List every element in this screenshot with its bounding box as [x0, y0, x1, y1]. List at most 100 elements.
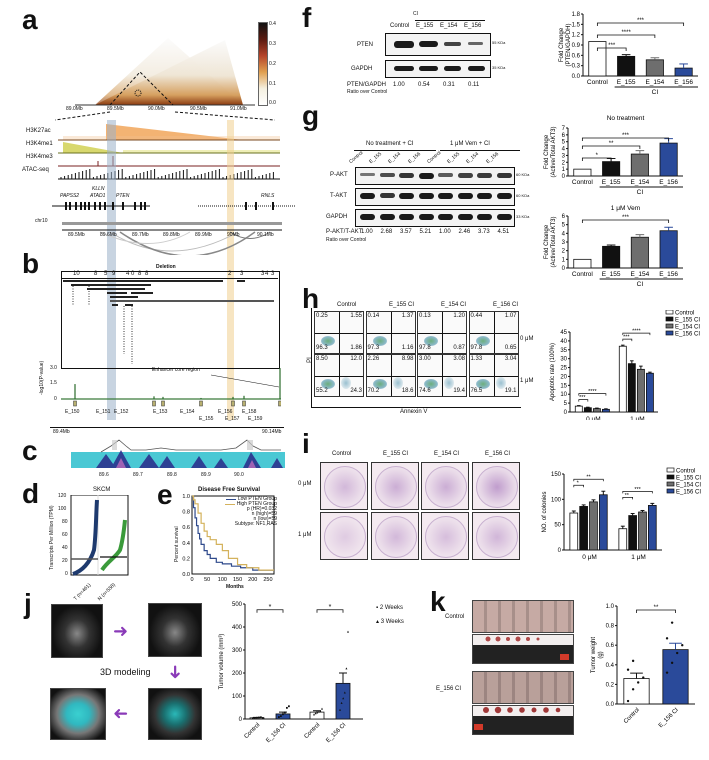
quadrant-value: 8.98 — [401, 356, 414, 362]
d-group-N: N (n=558) — [96, 582, 117, 603]
panel-label-k: k — [430, 586, 446, 617]
square-marker-icon: ▪ — [376, 605, 379, 611]
colony-well — [324, 466, 366, 508]
x-tick-label: E_154 — [645, 79, 664, 86]
cell-cluster — [424, 336, 438, 346]
g-ratio: 4.51 — [497, 229, 510, 235]
legend-swatch — [665, 310, 674, 315]
quadrant-value: 2.26 — [367, 356, 380, 362]
i-row-label: 1 μM — [298, 532, 312, 538]
bar — [592, 408, 601, 413]
h-xaxis: Annexin V — [400, 409, 428, 415]
bar — [628, 515, 637, 551]
blot-band — [457, 214, 473, 220]
d-ytick: 100 — [58, 506, 67, 512]
g-lane-label: E_155 — [367, 151, 383, 165]
legend-high-swatch — [224, 504, 235, 505]
blot-band — [399, 173, 414, 179]
quadrant-value: 0.13 — [419, 313, 431, 319]
y-tick-label: 0.8 — [182, 510, 190, 516]
significance-label: *** — [622, 133, 630, 139]
quadrant-value: 0.44 — [470, 313, 483, 319]
y-axis-label: Tumor weight — [591, 637, 597, 673]
chr-tick-3: 89.8Mb — [163, 232, 180, 238]
x-tick-label: E_156 — [659, 179, 678, 186]
legend-low-swatch — [225, 499, 236, 500]
significance-bracket — [578, 399, 589, 402]
track-label-3: ATAC-seq — [22, 167, 49, 173]
d-ytick: 60 — [62, 532, 68, 538]
enhancer-E158: E_158 — [242, 409, 257, 415]
legend-swatch — [666, 474, 675, 480]
y-tick-label: 0.8 — [606, 624, 615, 630]
legend-label: E_154 CI — [676, 483, 701, 489]
f-ratio-sub: Ratio over Control — [347, 89, 388, 95]
significance-label: *** — [579, 395, 586, 401]
significance-bracket — [622, 332, 651, 336]
colorbar-tick-1: 0.3 — [269, 41, 276, 47]
f-lane: E_155 — [416, 23, 434, 29]
i-column-label: E_156 CI — [485, 451, 511, 457]
significance-label: ** — [654, 605, 659, 611]
y-tick-label: 4 — [562, 231, 566, 237]
cell-cluster — [495, 377, 506, 389]
bar — [645, 59, 664, 77]
enhancer-annotation: Enhancer core region — [152, 367, 200, 373]
significance-bracket — [596, 47, 627, 51]
y-tick-label: 5 — [562, 223, 566, 229]
blot-band — [360, 193, 375, 199]
data-point — [343, 691, 346, 694]
data-point — [665, 637, 669, 640]
x-tick-label: Control — [587, 79, 609, 86]
quadrant-value: 3.00 — [419, 356, 431, 362]
d-ytick: 20 — [62, 558, 68, 564]
legend-swatch — [666, 467, 675, 473]
blot-band — [360, 173, 375, 177]
d-group-T: T (n=461) — [72, 582, 93, 602]
bar — [630, 153, 649, 177]
chr-tick-0: 89.5Mb — [68, 232, 85, 238]
data-point — [631, 659, 635, 663]
i-column-label: Control — [332, 451, 352, 457]
enhancer-box — [278, 400, 281, 407]
e-stat: n (high)=59 — [251, 511, 277, 517]
h-row-label: 0 μM — [520, 336, 534, 342]
g-blot-gapdh — [355, 209, 515, 227]
significance-bracket — [581, 219, 670, 223]
y-axis-label: (Active/Total AKT3) — [551, 126, 557, 177]
quadrant-divider-v — [390, 355, 392, 396]
ultrasound-image-1 — [51, 604, 103, 658]
data-point — [631, 688, 635, 691]
colorbar-tick-0: 0.4 — [269, 21, 276, 27]
y-tick-label: 300 — [232, 648, 243, 654]
y-tick-label: 0 — [562, 266, 566, 272]
x-tick-label: Control — [243, 722, 261, 740]
chrom-label: chr10 — [35, 218, 48, 224]
j-legend-label: 2 Weeks — [379, 605, 404, 611]
legend-label: E_156 CI — [675, 332, 700, 338]
blot-band — [438, 193, 453, 199]
g-lane-label: E_156 — [484, 151, 500, 165]
significance-label: *** — [637, 18, 645, 24]
legend-label: E_155 CI — [676, 476, 701, 482]
bar — [627, 363, 636, 413]
significance-bracket — [581, 157, 612, 161]
legend-label: E_156 CI — [676, 490, 701, 496]
quadrant-value: 19.1 — [504, 388, 517, 394]
panel-label-f: f — [302, 2, 312, 33]
y-axis-label: Fold Change — [544, 224, 550, 259]
bar — [648, 505, 657, 551]
range-line — [50, 427, 284, 428]
quadrant-value: 97.8 — [470, 345, 483, 351]
significance-label: * — [329, 604, 332, 611]
data-point — [642, 676, 645, 679]
data-point — [345, 667, 348, 670]
g-ratio: 2.68 — [380, 229, 393, 235]
g-row-label: T-AKT — [330, 193, 348, 199]
d-title: SKCM — [93, 487, 111, 493]
annotation-leader — [210, 374, 280, 388]
chart-title: 1 μM Vem — [611, 205, 640, 212]
